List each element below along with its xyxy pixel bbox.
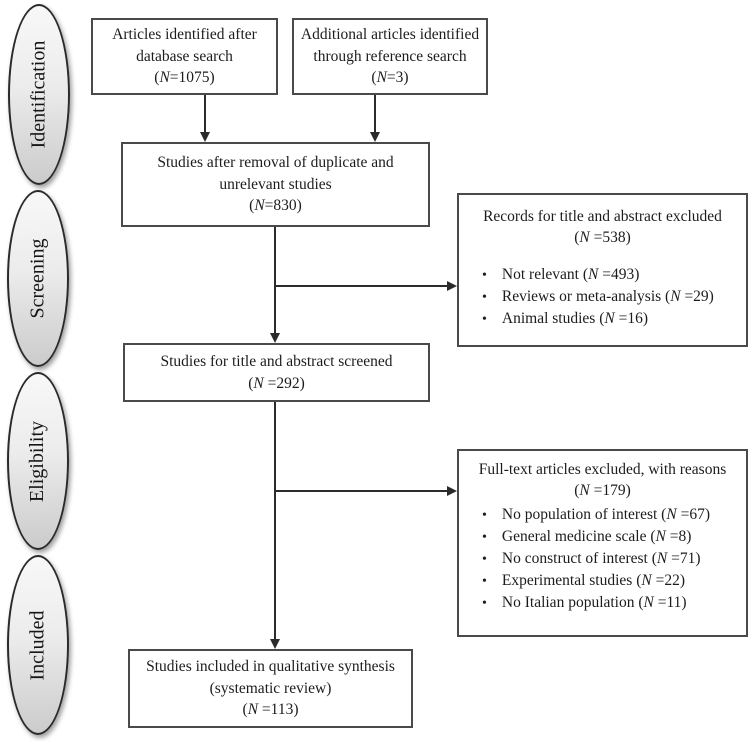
bullet-icon: • bbox=[482, 267, 487, 283]
list-item: • No population of interest (N =67) bbox=[482, 504, 746, 526]
box-count: (N =113) bbox=[242, 701, 299, 719]
stage-label-identification: Identification bbox=[27, 40, 50, 149]
list-item: • Animal studies (N =16) bbox=[482, 308, 746, 330]
bullet-icon: • bbox=[482, 529, 487, 545]
bullet-icon: • bbox=[482, 507, 487, 523]
box-text-line: Records for title and abstract excluded bbox=[483, 208, 722, 225]
box-text-line: through reference search bbox=[313, 47, 467, 65]
exclusion-reason: Animal studies (N =16) bbox=[501, 309, 648, 327]
bullet-icon: • bbox=[482, 289, 487, 305]
stage-ellipse-included: Included bbox=[7, 555, 69, 735]
box-text-line: database search bbox=[136, 47, 233, 65]
box-count: (N=1075) bbox=[154, 69, 215, 87]
arrowhead-down-icon bbox=[270, 639, 280, 649]
stage-ellipse-eligibility: Eligibility bbox=[7, 372, 69, 550]
list-item: • General medicine scale (N =8) bbox=[482, 526, 746, 548]
arrowhead-down-icon bbox=[200, 132, 210, 142]
exclusion-reason: No construct of interest (N =71) bbox=[501, 549, 701, 567]
exclusion-reason: Not relevant (N =493) bbox=[501, 265, 640, 283]
list-item: • Experimental studies (N =22) bbox=[482, 570, 746, 592]
stage-label-included: Included bbox=[26, 610, 49, 680]
flow-box-qualitative-synthesis: Studies included in qualitative synthesi… bbox=[128, 649, 413, 728]
exclusion-reason-list: • Not relevant (N =493) • Reviews or met… bbox=[459, 264, 746, 330]
box-count: (N =292) bbox=[248, 374, 305, 392]
arrowhead-down-icon bbox=[270, 333, 280, 343]
box-count: (N=3) bbox=[371, 69, 409, 87]
bullet-icon: • bbox=[482, 551, 487, 567]
box-text-line: Studies included in qualitative synthesi… bbox=[146, 658, 395, 676]
connector-screened-to-included bbox=[274, 402, 276, 639]
exclusion-reason: General medicine scale (N =8) bbox=[501, 527, 692, 545]
list-item: • Not relevant (N =493) bbox=[482, 264, 746, 286]
flow-box-fulltext-excluded: Full-text articles excluded, with reason… bbox=[457, 449, 748, 637]
stage-label-eligibility: Eligibility bbox=[26, 420, 49, 502]
stage-label-screening: Screening bbox=[26, 238, 49, 319]
box-text-line: Studies for title and abstract screened bbox=[160, 353, 393, 371]
stage-ellipse-identification: Identification bbox=[8, 4, 70, 185]
exclusion-reason-list: • No population of interest (N =67) • Ge… bbox=[459, 504, 746, 614]
arrowhead-right-icon bbox=[447, 281, 457, 291]
stage-ellipse-screening: Screening bbox=[7, 190, 69, 367]
box-text-line: Studies after removal of duplicate and bbox=[157, 154, 394, 172]
connector-branch-fulltext-excluded bbox=[275, 490, 447, 492]
bullet-icon: • bbox=[482, 595, 487, 611]
bullet-icon: • bbox=[482, 573, 487, 589]
flow-box-after-removal: Studies after removal of duplicate and u… bbox=[121, 142, 430, 227]
box-count: (N=830) bbox=[249, 197, 302, 215]
flow-box-title-abstract-screened: Studies for title and abstract screened … bbox=[123, 343, 430, 402]
exclusion-reason: Reviews or meta-analysis (N =29) bbox=[501, 287, 714, 305]
flow-box-title-abstract-excluded: Records for title and abstract excluded … bbox=[457, 193, 748, 347]
exclusion-reason: Experimental studies (N =22) bbox=[501, 571, 685, 589]
box-count: (N =179) bbox=[574, 482, 631, 500]
connector-ref-to-dedup bbox=[374, 95, 376, 133]
box-count: (N =538) bbox=[574, 229, 631, 247]
arrowhead-right-icon bbox=[447, 486, 457, 496]
arrowhead-down-icon bbox=[370, 132, 380, 142]
connector-dedup-to-screened bbox=[274, 227, 276, 333]
box-text-line: (systematic review) bbox=[209, 679, 332, 697]
list-item: • No construct of interest (N =71) bbox=[482, 548, 746, 570]
box-text-line: Articles identified after bbox=[112, 26, 257, 44]
list-item: • Reviews or meta-analysis (N =29) bbox=[482, 286, 746, 308]
exclusion-reason: No population of interest (N =67) bbox=[501, 505, 710, 523]
exclusion-reason: No Italian population (N =11) bbox=[501, 593, 687, 611]
flow-box-database-search: Articles identified after database searc… bbox=[91, 18, 278, 95]
box-text-line: Additional articles identified bbox=[300, 26, 480, 44]
bullet-icon: • bbox=[482, 311, 487, 327]
list-item: • No Italian population (N =11) bbox=[482, 592, 746, 614]
box-text-line: unrelevant studies bbox=[219, 175, 332, 193]
flow-box-reference-search: Additional articles identified through r… bbox=[292, 18, 488, 95]
connector-branch-title-abstract-excluded bbox=[275, 285, 447, 287]
connector-db-to-dedup bbox=[204, 95, 206, 133]
box-text-line: Full-text articles excluded, with reason… bbox=[478, 461, 727, 478]
